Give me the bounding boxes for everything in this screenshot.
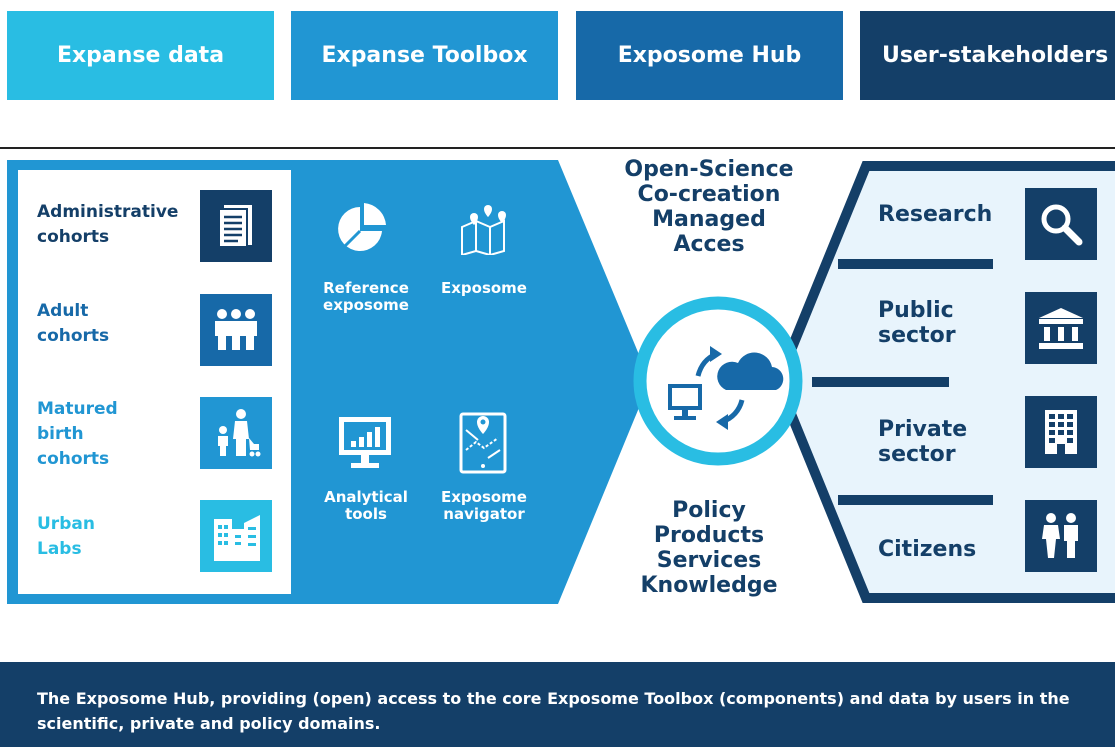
hub-line: Policy <box>672 498 746 523</box>
hub-line: Open-Science <box>624 157 794 182</box>
search-icon <box>1025 188 1097 260</box>
header-label: User-stakeholders <box>882 43 1109 68</box>
header-label: Exposome Hub <box>617 43 802 68</box>
hub-line: Products <box>653 523 765 548</box>
data-item-urban-labs: Urban Labs <box>37 512 95 562</box>
hub-bottom-text: Policy Products Services Knowledge <box>609 498 809 598</box>
tool-label-line: tools <box>345 505 387 523</box>
family-icon <box>200 397 272 469</box>
adults-icon <box>200 294 272 366</box>
data-item-line: Administrative <box>37 202 179 222</box>
hub-line: Managed <box>652 207 766 232</box>
hub-line: Knowledge <box>640 573 778 598</box>
document-icon <box>200 190 272 262</box>
tool-label-line: Reference <box>323 279 409 297</box>
user-private-sector: Private sector <box>878 417 967 467</box>
tool-reference-exposome: Reference exposome <box>316 280 416 314</box>
tool-label-line: Exposome <box>440 279 527 297</box>
user-citizens: Citizens <box>878 537 976 562</box>
user-label-line: sector <box>878 323 956 348</box>
user-label-line: Public <box>878 298 954 323</box>
hub-icons <box>668 346 784 430</box>
tool-exposome: Exposome <box>434 280 534 297</box>
office-building-icon <box>1025 396 1097 468</box>
user-research: Research <box>878 202 992 227</box>
header-label: Expanse data <box>56 43 225 68</box>
data-item-adult-cohorts: Adult cohorts <box>37 299 109 349</box>
hub-line: Services <box>656 548 762 573</box>
data-item-line: cohorts <box>37 227 110 247</box>
tool-analytical-tools: Analytical tools <box>316 489 416 523</box>
hub-line: Co-creation <box>637 182 781 207</box>
data-item-administrative-cohorts: Administrative cohorts <box>37 200 178 250</box>
tool-label-line: exposome <box>323 296 409 314</box>
data-item-line: Labs <box>37 539 82 559</box>
tool-label-line: navigator <box>443 505 525 523</box>
tool-exposome-navigator: Exposome navigator <box>434 489 534 523</box>
tool-label-line: Analytical <box>324 488 408 506</box>
hub-line: Acces <box>673 232 745 257</box>
map-navigator-icon <box>458 410 508 478</box>
data-item-line: birth <box>37 424 84 444</box>
user-label-line: Private <box>878 417 968 442</box>
footer-caption: The Exposome Hub, providing (open) acces… <box>37 689 1070 733</box>
data-item-line: Matured <box>37 399 118 419</box>
data-item-line: cohorts <box>37 326 110 346</box>
user-public-sector: Public sector <box>878 298 956 348</box>
buildings-icon <box>200 500 272 572</box>
computer-icon <box>668 384 702 420</box>
data-item-line: cohorts <box>37 449 110 469</box>
map-pins-icon <box>458 203 514 259</box>
user-label-line: Citizens <box>878 537 977 562</box>
people-icon <box>1025 500 1097 572</box>
data-item-line: Urban <box>37 514 95 534</box>
pie-chart-icon <box>336 203 388 259</box>
cloud-icon <box>717 352 784 390</box>
header-box-expanse-toolbox: Expanse Toolbox <box>291 11 558 100</box>
government-building-icon <box>1025 292 1097 364</box>
footer-banner <box>0 662 1115 747</box>
hub-top-text: Open-Science Co-creation Managed Acces <box>609 157 809 257</box>
monitor-chart-icon <box>337 415 393 475</box>
header-box-user-stakeholders: User-stakeholders <box>860 11 1115 100</box>
divider-line <box>0 147 1115 149</box>
user-label-line: sector <box>878 442 956 467</box>
header-box-exposome-hub: Exposome Hub <box>576 11 843 100</box>
data-item-matured-birth-cohorts: Matured birth cohorts <box>37 397 118 472</box>
tool-label-line: Exposome <box>440 488 527 506</box>
header-box-expanse-data: Expanse data <box>7 11 274 100</box>
header-label: Expanse Toolbox <box>321 43 528 68</box>
data-item-line: Adult <box>37 301 89 321</box>
user-label-line: Research <box>878 202 993 227</box>
